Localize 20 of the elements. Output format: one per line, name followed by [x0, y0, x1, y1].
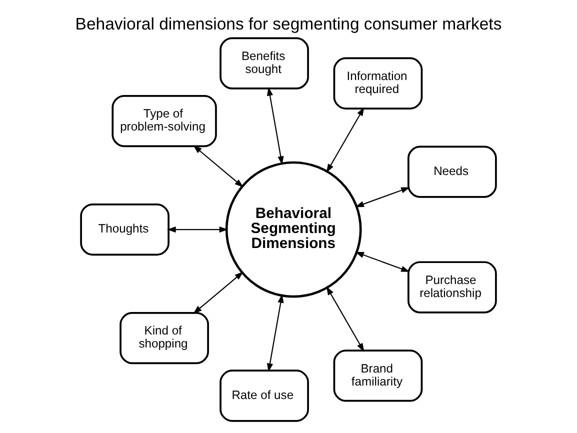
node-box: Purchase relationship: [408, 261, 497, 314]
node-box: Brand familiarity: [333, 350, 423, 402]
node-circle: Behavioral Segmenting Dimensions: [225, 161, 362, 298]
arrow: [266, 294, 284, 372]
diagram-title: Behavioral dimensions for segmenting consumer markets: [75, 14, 502, 34]
node-box: Kind of shopping: [120, 312, 209, 364]
node-box: Rate of use: [220, 370, 309, 422]
arrow: [355, 252, 410, 272]
arrow: [326, 107, 364, 173]
arrow: [167, 226, 228, 233]
node-box: Benefits sought: [220, 37, 309, 90]
arrow: [326, 286, 364, 352]
node-box: Type of problem-solving: [112, 94, 217, 148]
arrow: [266, 86, 284, 166]
arrow: [355, 187, 410, 208]
arrow: [193, 145, 244, 188]
node-box: Information required: [333, 57, 423, 110]
arrow: [193, 272, 244, 314]
node-box: Thoughts: [80, 203, 170, 256]
node-box: Needs: [408, 146, 497, 198]
